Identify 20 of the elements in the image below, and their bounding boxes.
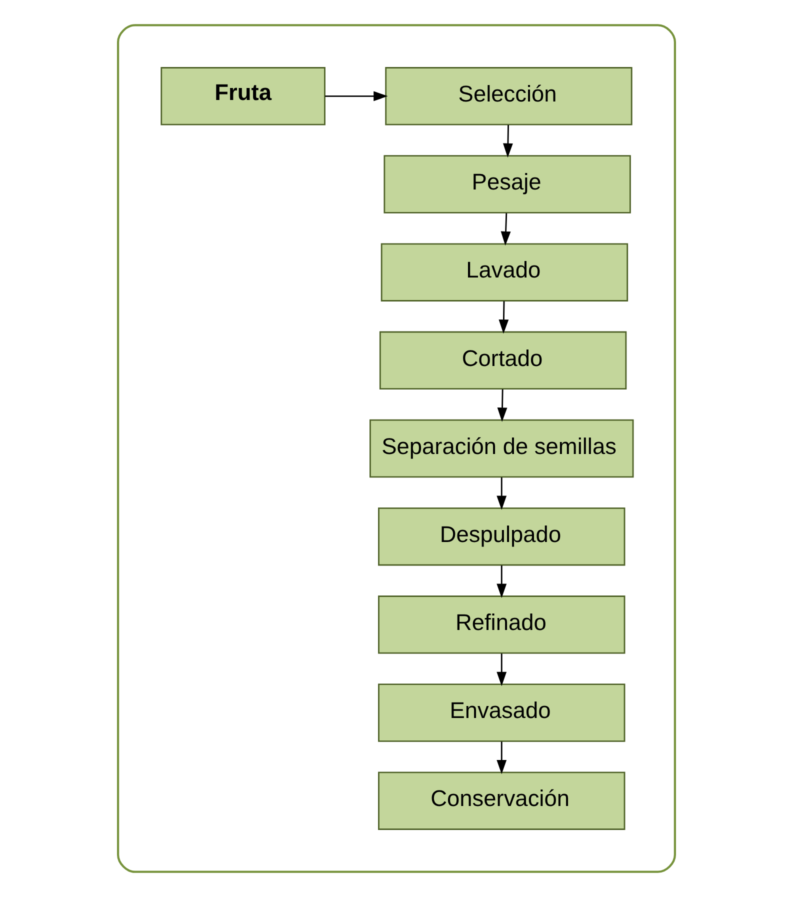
arrow (496, 742, 506, 774)
cluster (116, 24, 676, 873)
arrow (324, 91, 388, 102)
arrow (496, 477, 506, 510)
node-box: Pesaje (383, 155, 630, 214)
arrow (496, 565, 506, 598)
arrow (496, 389, 507, 422)
node-box: Refinado (378, 596, 625, 654)
arrow (500, 213, 510, 246)
node-box: Conservación (378, 772, 625, 830)
node-box: Despulpado (378, 507, 625, 566)
arrow (496, 654, 506, 686)
node-box: Selección (384, 67, 632, 126)
node-box: Separación de semillas (369, 419, 634, 478)
node-box: Fruta (160, 67, 325, 126)
node-box: Cortado (378, 331, 626, 390)
arrow (502, 125, 512, 158)
node-box: Envasado (378, 684, 625, 742)
node-box: Lavado (380, 243, 628, 302)
arrow (498, 301, 508, 334)
